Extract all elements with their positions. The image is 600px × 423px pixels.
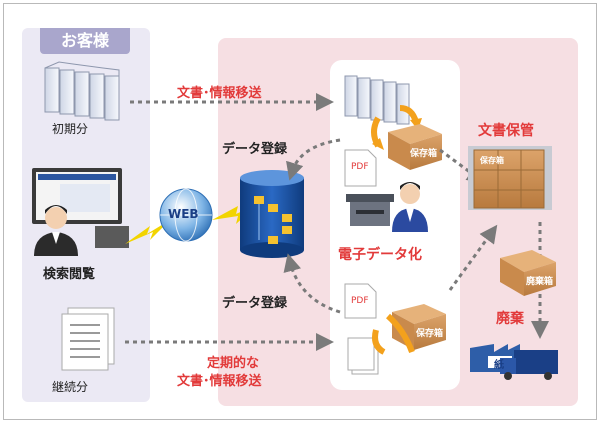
storage-box-label: 保存箱: [480, 156, 504, 165]
continuing-documents-icon: [61, 307, 115, 371]
data-reg-bottom-label: データ登録: [222, 296, 288, 311]
transfer-top-label: 文書･情報移送: [177, 86, 262, 101]
continuing-label: 継続分: [52, 380, 89, 394]
web-label: WEB: [168, 207, 199, 221]
lightning-icon: [125, 220, 170, 244]
digitize-label: 電子データ化: [338, 247, 422, 263]
disposal-box-label: 廃棄箱: [526, 277, 554, 287]
to-storage-arrow-bottom: [448, 224, 498, 291]
disposal-box-icon: [500, 250, 556, 296]
storage-boxes-icon: [468, 146, 552, 210]
data-reg-top-label: データ登録: [222, 142, 288, 157]
orange-arrow-3: [372, 329, 386, 355]
web-globe-icon: [159, 188, 213, 242]
data-reg-arrow-bottom: [283, 253, 341, 314]
center-binders-icon: [344, 75, 410, 125]
pdf-label-bottom: PDF: [351, 296, 369, 306]
operator-person-icon: [392, 182, 428, 232]
storage-label: 文書保管: [478, 123, 534, 139]
pdf-document-icon-top: [344, 149, 377, 187]
copier-icon: [346, 194, 394, 226]
box-label-bottom: 保存箱: [416, 329, 444, 339]
search-label: 検索閲覧: [43, 267, 96, 282]
truck-icon: [500, 350, 558, 380]
paper-stamp-label: 紙: [494, 360, 504, 371]
storage-box-icon-top: [388, 124, 442, 170]
pdf-label-top: PDF: [351, 162, 369, 172]
disposal-label: 廃棄: [496, 311, 524, 327]
data-reg-arrow-top: [286, 138, 341, 181]
pdf-document-icon-bottom: [344, 283, 377, 319]
database-icon: [240, 170, 304, 258]
user-person-icon: [34, 205, 78, 256]
periodic-label-1: 定期的な: [207, 356, 260, 371]
customer-header: お客様: [40, 28, 130, 54]
lightning-icon-2: [212, 204, 258, 224]
paper-stack-icon: [347, 337, 379, 375]
box-label-top: 保存箱: [410, 149, 438, 159]
initial-binders-icon: [44, 61, 120, 121]
periodic-label-2: 文書･情報移送: [177, 374, 262, 389]
orange-arrow-4: [385, 313, 415, 354]
initial-label: 初期分: [52, 122, 89, 136]
